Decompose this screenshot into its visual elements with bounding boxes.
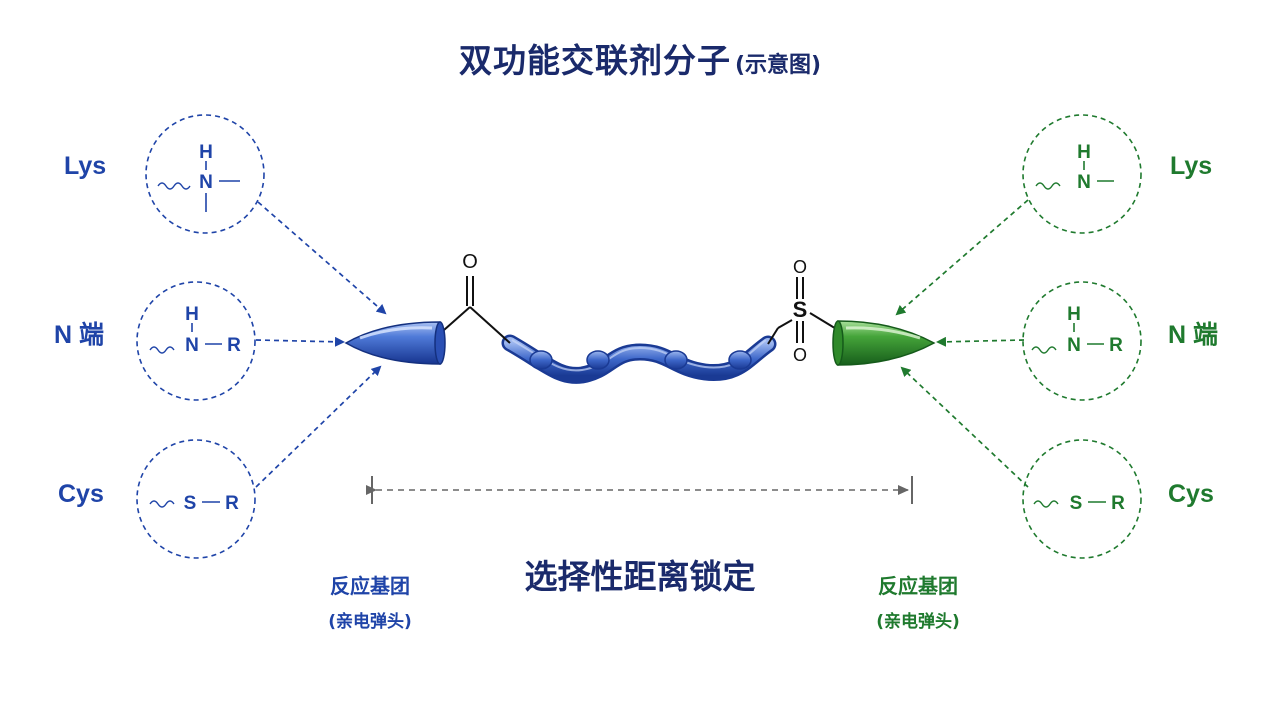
wavy-bond-icon bbox=[1031, 346, 1057, 354]
left-label-lys: Lys bbox=[64, 152, 107, 180]
arrow-lys-to-right-warhead bbox=[895, 199, 1029, 316]
wavy-bond-icon bbox=[149, 500, 175, 508]
nterm-r-group: R bbox=[227, 335, 241, 356]
right-residue-nterm: H N R bbox=[1022, 281, 1142, 401]
sulfonyl-o-bottom: O bbox=[793, 345, 807, 365]
arrow-nterm-to-left-warhead bbox=[255, 336, 345, 347]
lys-n-atom: N bbox=[199, 172, 213, 193]
right-residue-lys: H N bbox=[1022, 114, 1142, 234]
page-title: 双功能交联剂分子(示意图) bbox=[0, 34, 1280, 82]
right-nterm-r-group: R bbox=[1109, 335, 1123, 356]
sulfonyl-o-top: O bbox=[793, 257, 807, 277]
wavy-bond-icon bbox=[149, 346, 175, 354]
left-warhead bbox=[344, 321, 446, 365]
sulfonyl-s-atom: S bbox=[793, 297, 808, 322]
right-lys-h-atom: H bbox=[1077, 142, 1091, 163]
nterm-h-atom: H bbox=[185, 304, 199, 325]
right-reactive-group-line2: (亲电弹头) bbox=[876, 612, 960, 632]
linker-chain bbox=[501, 334, 777, 384]
right-cys-s-atom: S bbox=[1070, 493, 1083, 514]
arrow-nterm-to-right-warhead bbox=[936, 336, 1025, 347]
distance-label: 选择性距离锁定 bbox=[524, 557, 756, 596]
wavy-bond-icon bbox=[1035, 182, 1061, 190]
right-lys-n-atom: N bbox=[1077, 172, 1091, 193]
left-label-cys: Cys bbox=[58, 480, 104, 508]
left-reactive-group-line1: 反应基团 bbox=[330, 574, 410, 598]
right-label-cys: Cys bbox=[1168, 480, 1214, 508]
right-warhead bbox=[832, 320, 936, 366]
cys-r-group: R bbox=[225, 493, 239, 514]
right-nterm-n-atom: N bbox=[1067, 335, 1081, 356]
lys-h-atom: H bbox=[199, 142, 213, 163]
title-main: 双功能交联剂分子 bbox=[458, 41, 731, 80]
left-residue-nterm: H N R bbox=[136, 281, 256, 401]
title-sub: (示意图) bbox=[734, 53, 822, 78]
nterm-n-atom: N bbox=[185, 335, 199, 356]
arrow-lys-to-left-warhead bbox=[257, 201, 387, 315]
left-label-nterm: N 端 bbox=[54, 321, 105, 349]
sulfonyl-group: S O O bbox=[767, 257, 839, 365]
left-reactive-group-label: 反应基团 (亲电弹头) bbox=[270, 570, 470, 632]
left-residue-lys: H N bbox=[145, 114, 265, 234]
cys-s-atom: S bbox=[184, 493, 197, 514]
carbonyl-group: O bbox=[443, 251, 511, 344]
wavy-bond-icon bbox=[1033, 500, 1059, 508]
left-residue-cys: S R bbox=[136, 439, 256, 559]
arrow-cys-to-right-warhead bbox=[900, 366, 1029, 488]
right-nterm-h-atom: H bbox=[1067, 304, 1081, 325]
right-label-nterm: N 端 bbox=[1168, 321, 1219, 349]
right-reactive-group-line1: 反应基团 bbox=[878, 574, 958, 598]
right-cys-r-group: R bbox=[1111, 493, 1125, 514]
wavy-bond-icon bbox=[157, 182, 191, 190]
arrow-cys-to-left-warhead bbox=[255, 365, 382, 488]
distance-bracket bbox=[366, 476, 913, 504]
right-residue-cys: S R bbox=[1022, 439, 1142, 559]
right-label-lys: Lys bbox=[1170, 152, 1213, 180]
left-reactive-group-line2: (亲电弹头) bbox=[328, 612, 412, 632]
carbonyl-o-atom: O bbox=[462, 251, 478, 273]
right-reactive-group-label: 反应基团 (亲电弹头) bbox=[818, 570, 1018, 632]
